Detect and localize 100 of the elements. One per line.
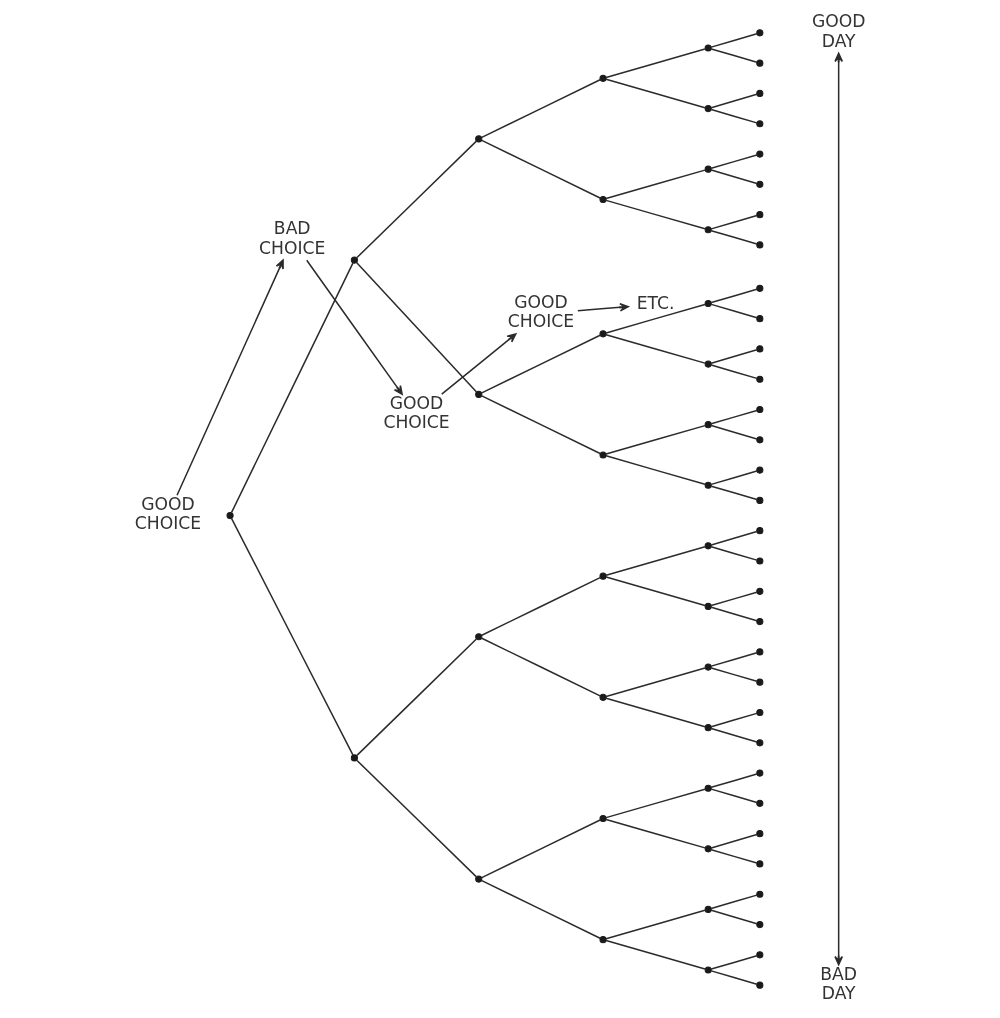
connector (605, 169, 706, 200)
node-circle (756, 830, 764, 838)
node-circle (756, 890, 764, 898)
connector (605, 576, 706, 607)
connector (481, 879, 601, 939)
node-circle (704, 663, 712, 671)
node-circle (704, 784, 712, 792)
connector (710, 108, 758, 124)
connector (710, 606, 758, 622)
node-circle (756, 150, 764, 158)
node-circle (756, 120, 764, 128)
connector (481, 79, 601, 139)
arrow (176, 259, 284, 497)
node-text: BAD DAY (820, 963, 858, 1003)
connector (710, 848, 758, 864)
connector (710, 409, 758, 425)
node-text: GOOD CHOICE (134, 494, 202, 534)
connector (710, 48, 758, 64)
node-text: GOOD CHOICE (507, 292, 575, 332)
connector (605, 546, 706, 577)
node-circle (756, 708, 764, 717)
node-circle (756, 527, 764, 535)
connector (605, 303, 706, 334)
node-circle (756, 648, 764, 656)
node-circle (756, 29, 764, 37)
node-circle (475, 875, 483, 883)
connector (481, 819, 601, 879)
node-circle (704, 299, 712, 308)
arrow (440, 333, 517, 395)
connector (710, 470, 758, 486)
connector (481, 395, 601, 455)
node-circle (756, 211, 764, 219)
node-circle (599, 451, 607, 459)
connector (710, 833, 758, 849)
node-circle (756, 466, 764, 474)
node-circle (350, 256, 358, 264)
connector (605, 909, 706, 940)
node-text: BAD CHOICE (259, 218, 326, 258)
node-circle (599, 330, 607, 338)
connector (710, 32, 758, 48)
node-circle (756, 587, 764, 595)
node-circle (704, 105, 712, 113)
node-circle (756, 981, 764, 989)
node-circle (704, 360, 712, 368)
node-circle (756, 557, 764, 565)
connector (605, 199, 706, 230)
connector (710, 229, 758, 245)
connector (710, 546, 758, 561)
connector (605, 48, 706, 79)
node-circle (756, 496, 764, 504)
node-circle (475, 633, 483, 641)
node-circle (704, 226, 712, 234)
connector (605, 818, 706, 849)
node-text: GOOD CHOICE (383, 393, 450, 433)
node-circle (756, 180, 764, 188)
node-circle (599, 814, 607, 823)
node-circle (756, 739, 764, 747)
connector (230, 262, 354, 514)
connector (605, 78, 706, 109)
node-circle (475, 390, 483, 398)
connector (356, 759, 477, 878)
arrow (305, 259, 403, 396)
connector (605, 788, 706, 819)
node-circle (599, 195, 607, 204)
node-circle (756, 315, 764, 323)
node-circle (704, 44, 712, 52)
connector (356, 140, 477, 259)
connector (710, 288, 758, 304)
node-circle (704, 542, 712, 550)
connector (710, 591, 758, 607)
connector (710, 712, 758, 728)
connector (710, 93, 758, 109)
connector (605, 424, 706, 455)
connector (710, 773, 758, 789)
connector (355, 261, 478, 393)
node-text: ETC. (636, 292, 675, 313)
connector (605, 939, 706, 970)
connector (356, 638, 477, 757)
connector (710, 788, 758, 804)
node-circle (704, 481, 712, 489)
node-circle (756, 860, 764, 868)
node-circle (704, 845, 712, 853)
node-circle (756, 89, 764, 98)
connector (605, 667, 706, 698)
connector (710, 169, 758, 185)
node-circle (756, 436, 764, 444)
connector (710, 349, 758, 364)
node-circle (704, 421, 712, 429)
connector (481, 334, 601, 394)
node-circle (599, 693, 607, 701)
node-circle (756, 345, 764, 353)
arrow (577, 302, 629, 312)
connector (605, 455, 706, 486)
connector (710, 364, 758, 380)
connector (481, 576, 601, 636)
node-circle (704, 966, 712, 974)
node-circle (599, 572, 607, 580)
node-circle (756, 405, 764, 414)
node-text: GOOD DAY (811, 11, 866, 51)
connector (710, 214, 758, 230)
